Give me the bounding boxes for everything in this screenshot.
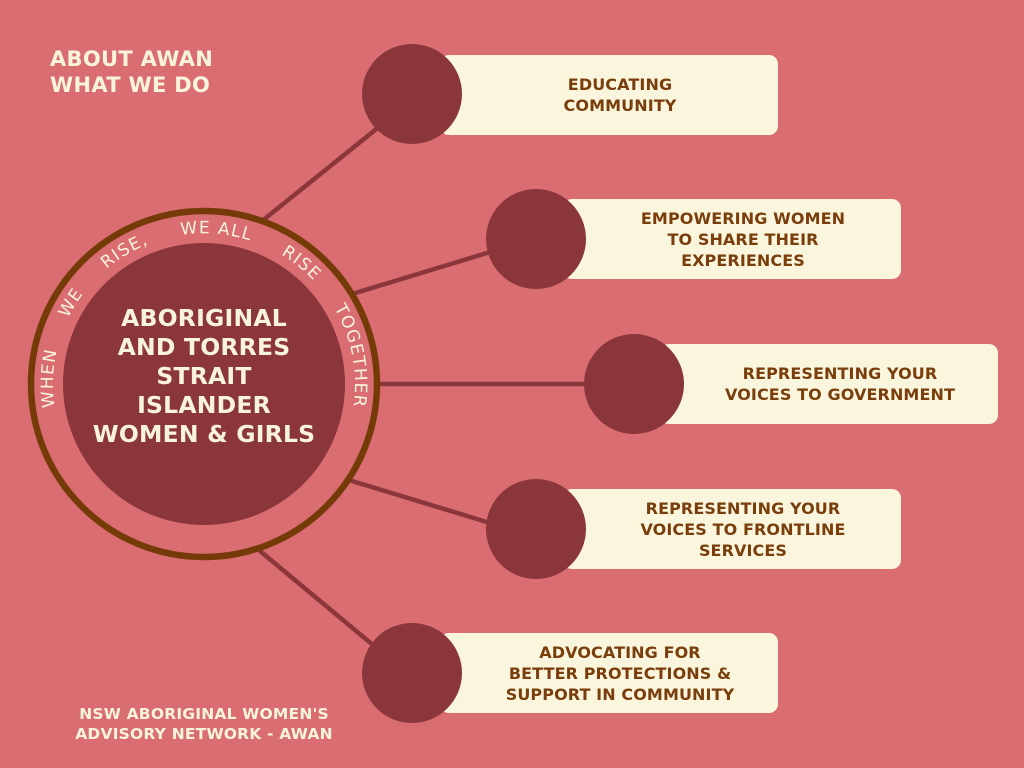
item-text-line: EXPERIENCES [681, 250, 805, 270]
item-card-text: REPRESENTING YOUR VOICES TO GOVERNMENT [725, 363, 955, 405]
footer-line-2: ADVISORY NETWORK - AWAN [75, 725, 333, 743]
connector-line-5 [257, 548, 388, 658]
item-node-circle-1 [362, 44, 462, 144]
item-text-line: SERVICES [698, 540, 788, 560]
item-card-empowering-women: EMPOWERING WOMEN TO SHARE THEIR EXPERIEN… [563, 199, 901, 279]
item-text-line: BETTER PROTECTIONS & [508, 663, 732, 683]
item-card-voices-to-government: REPRESENTING YOUR VOICES TO GOVERNMENT [660, 344, 998, 424]
item-text-line: TO SHARE THEIR [667, 229, 819, 249]
item-card-educating-community: EDUCATING COMMUNITY [440, 55, 778, 135]
item-text-line: VOICES TO GOVERNMENT [725, 385, 955, 404]
item-card-voices-to-frontline-services: REPRESENTING YOUR VOICES TO FRONTLINE SE… [563, 489, 901, 569]
item-node-circle-4 [486, 479, 586, 579]
item-text-line: VOICES TO FRONTLINE [640, 519, 846, 539]
item-card-text: EDUCATING COMMUNITY [564, 74, 677, 116]
center-title-line: ABORIGINAL [121, 304, 287, 332]
item-card-advocating-protections: ADVOCATING FOR BETTER PROTECTIONS & SUPP… [440, 633, 778, 713]
center-circle [63, 243, 345, 525]
item-node-circle-3 [584, 334, 684, 434]
item-node-circle-5 [362, 623, 462, 723]
item-card-text: ADVOCATING FOR BETTER PROTECTIONS & SUPP… [506, 642, 735, 705]
connector-lines [257, 115, 603, 658]
item-text-line: REPRESENTING YOUR [645, 498, 841, 518]
item-text-line: EMPOWERING WOMEN [640, 208, 846, 228]
item-text-line: SUPPORT IN COMMUNITY [505, 684, 735, 704]
connector-line-1 [259, 115, 393, 224]
center-title-line: STRAIT [156, 362, 252, 390]
item-node-circle-2 [486, 189, 586, 289]
item-text-line: COMMUNITY [563, 96, 677, 115]
item-text-line: ADVOCATING FOR [539, 642, 701, 662]
item-text-line: EDUCATING [567, 75, 673, 94]
connector-line-2 [349, 246, 503, 297]
center-title-line: ISLANDER [137, 391, 271, 419]
center-title-line: WOMEN & GIRLS [92, 420, 316, 448]
page-heading: ABOUT AWAN WHAT WE DO [50, 46, 213, 98]
footer-line-1: NSW ABORIGINAL WOMEN'S [79, 705, 329, 723]
organization-footer: NSW ABORIGINAL WOMEN'S ADVISORY NETWORK … [48, 704, 360, 744]
connector-line-4 [349, 478, 503, 529]
center-title-line: AND TORRES [117, 333, 291, 361]
item-text-line: REPRESENTING YOUR [742, 364, 938, 383]
item-card-text: EMPOWERING WOMEN TO SHARE THEIR EXPERIEN… [641, 208, 845, 271]
heading-line-1: ABOUT AWAN [50, 47, 214, 71]
center-title: ABORIGINAL AND TORRES STRAIT ISLANDER WO… [84, 304, 324, 449]
item-card-text: REPRESENTING YOUR VOICES TO FRONTLINE SE… [640, 498, 845, 561]
heading-line-2: WHAT WE DO [50, 73, 211, 97]
